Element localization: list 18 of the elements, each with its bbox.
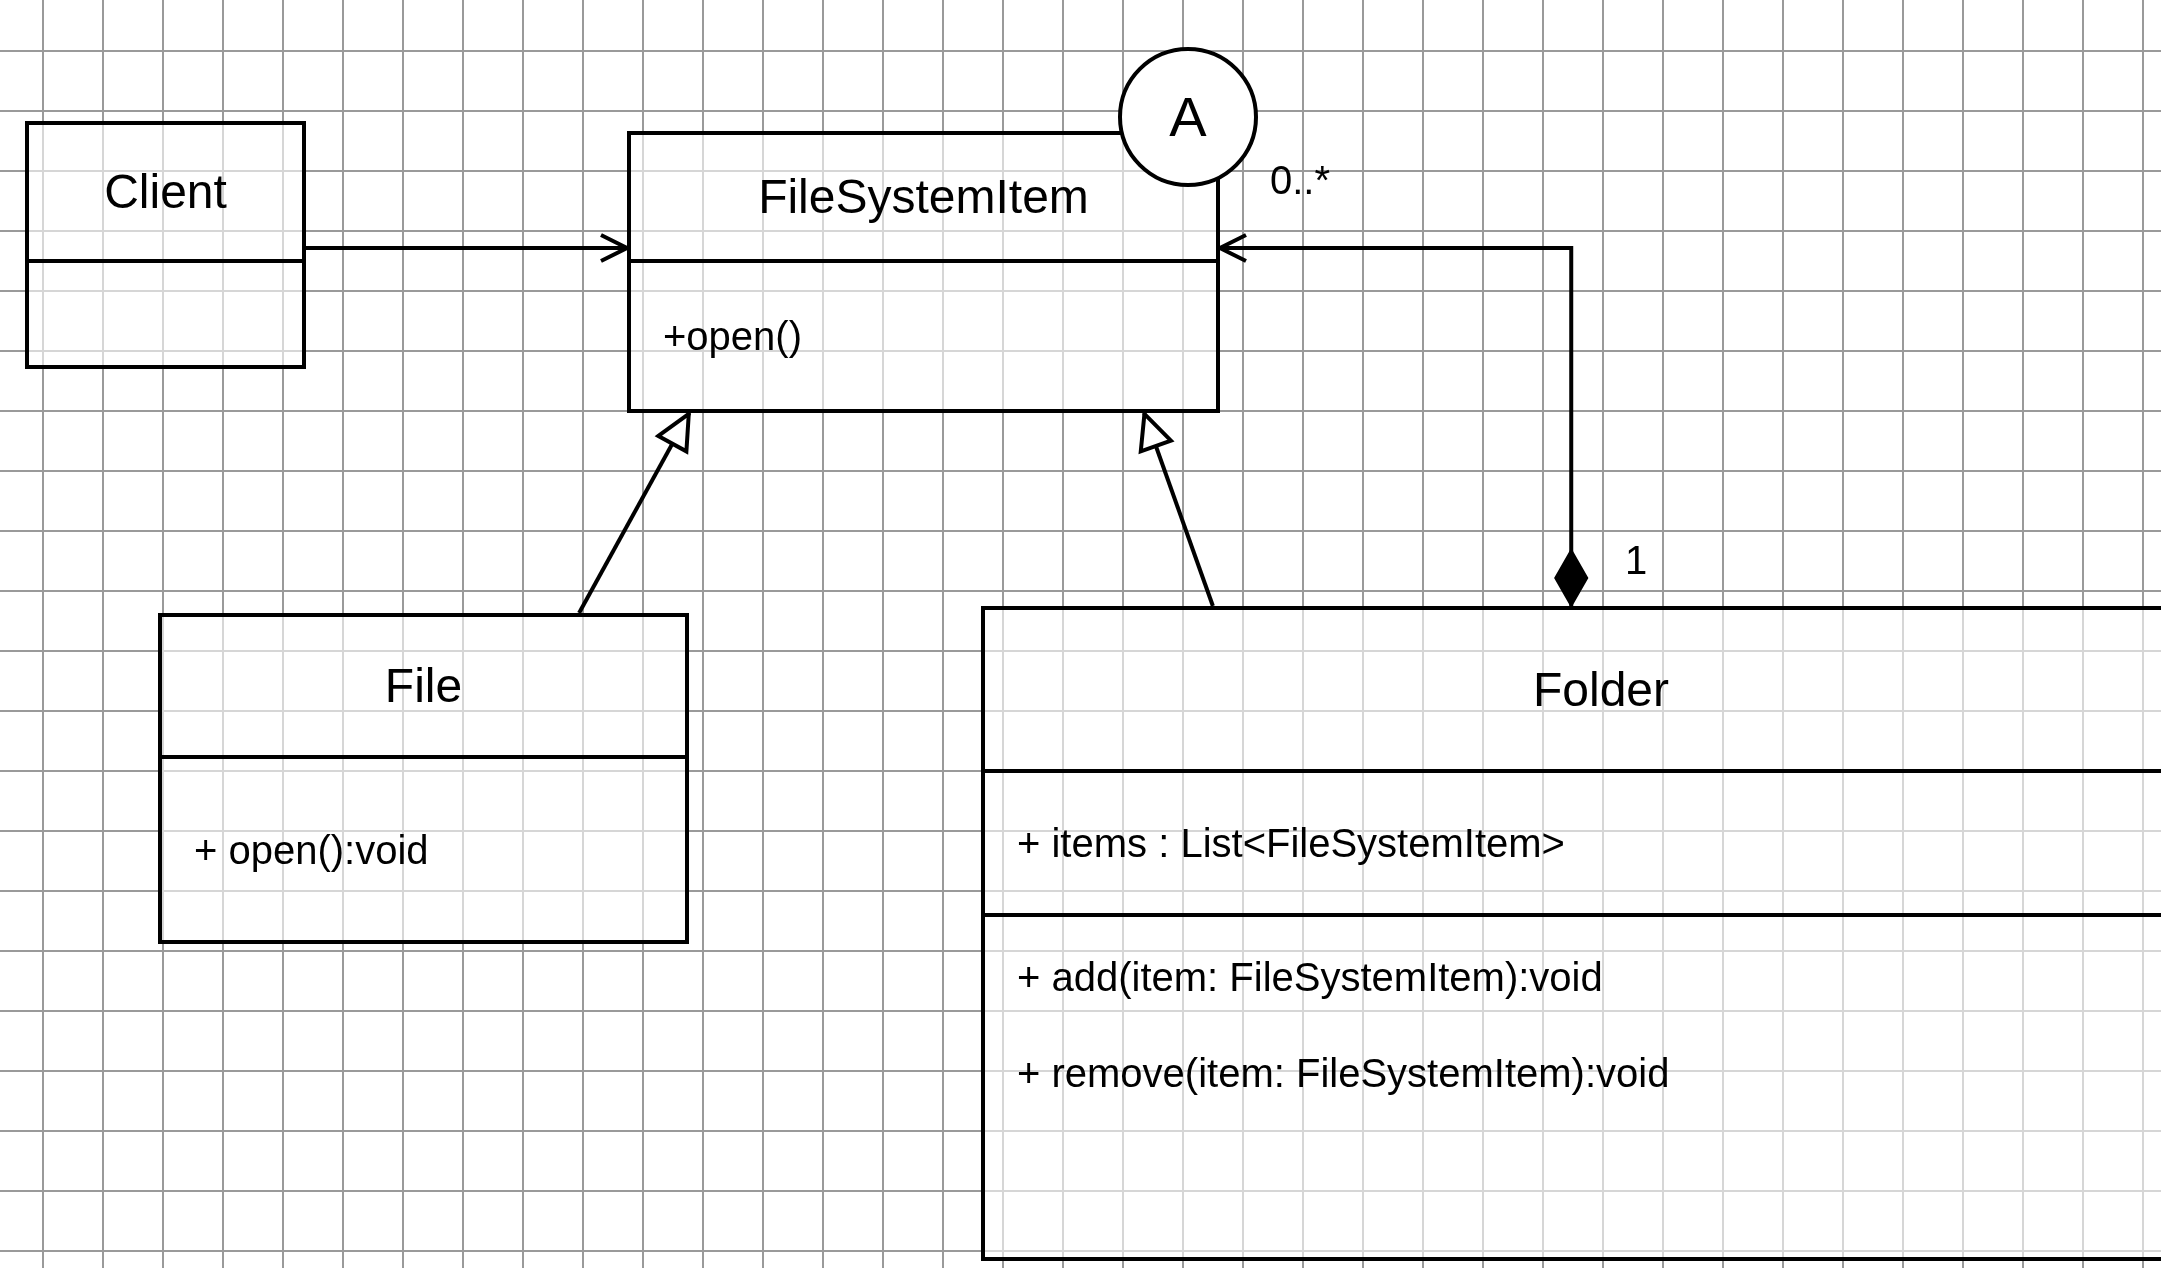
member-text: +open(): [663, 316, 803, 356]
multiplicity-label: 1: [1625, 540, 1648, 580]
multiplicity-label: 0..*: [1270, 160, 1331, 200]
member-text: + items : List<FileSystemItem>: [1017, 823, 1566, 863]
composition-arrow: [1218, 233, 1589, 607]
class-box: [158, 613, 689, 944]
generalization-arrow: [1138, 411, 1215, 607]
class-box: [981, 606, 2161, 1261]
member-text: + open():void: [194, 829, 430, 870]
class-name: File: [384, 662, 463, 710]
association-arrow: [306, 233, 629, 264]
member-text: + add(item: FileSystemItem):void: [1017, 957, 1604, 997]
class-box: [25, 121, 306, 369]
class-name: Folder: [1532, 665, 1670, 714]
class-name: Client: [104, 168, 227, 216]
badge-letter: A: [1169, 89, 1207, 145]
class-name: FileSystemItem: [758, 173, 1089, 221]
member-text: + remove(item: FileSystemItem):void: [1017, 1053, 1671, 1093]
